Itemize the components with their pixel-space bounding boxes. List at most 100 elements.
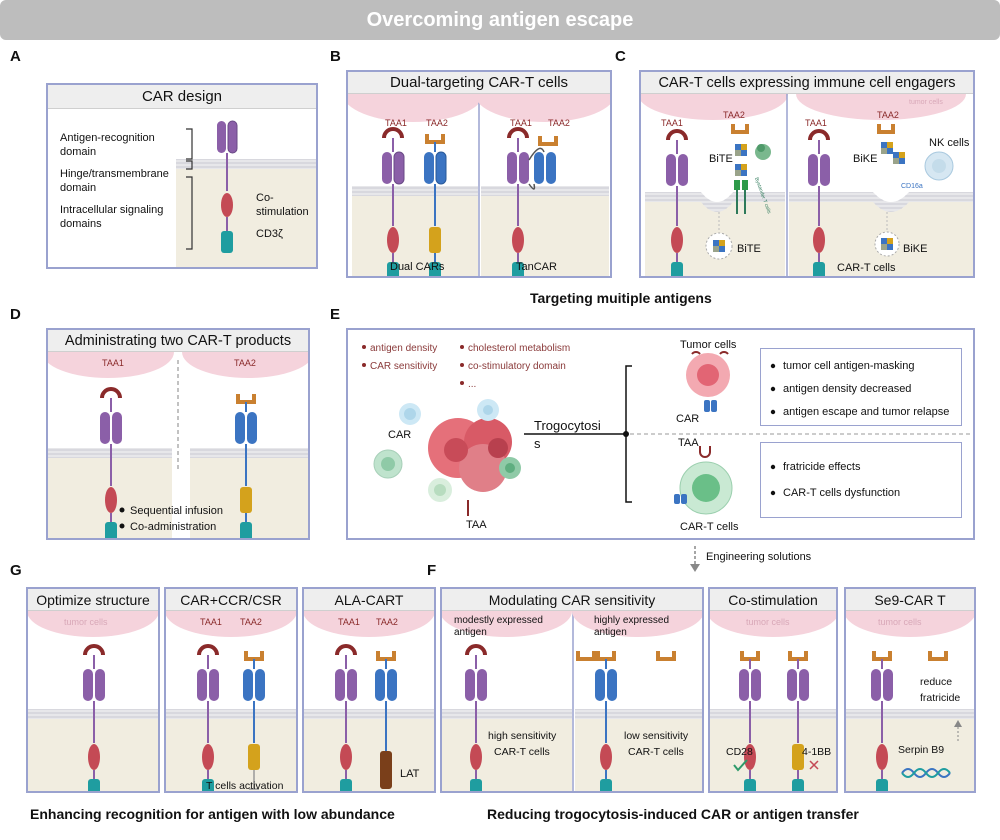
e-top-bullets-box: tumor cell antigen-masking antigen densi… xyxy=(760,348,962,426)
c-tumor-cells: tumor cells xyxy=(909,99,943,106)
panel-c-box: CAR-T cells expressing immune cell engag… xyxy=(639,70,975,278)
c-taa1-left: TAA1 xyxy=(661,118,683,128)
panel-label-b: B xyxy=(330,48,341,65)
panel-d-title: Administrating two CAR-T products xyxy=(48,330,308,352)
e-bullet-escape: antigen escape and tumor relapse xyxy=(783,406,950,418)
e-car-right: CAR xyxy=(676,413,699,425)
g-ccr-taa1: TAA1 xyxy=(200,617,222,627)
g-optimize-title: Optimize structure xyxy=(28,589,158,611)
panel-a-box: CAR design Antigen-recognition domain Hi… xyxy=(46,83,318,269)
f-high-2: antigen xyxy=(594,627,627,638)
caption-enhancing: Enhancing recognition for antigen with l… xyxy=(30,806,395,822)
f-costim-tumor: tumor cells xyxy=(746,617,790,627)
e-bullet-masking: tumor cell antigen-masking xyxy=(783,360,915,372)
c-cd16a: CD16a xyxy=(901,183,923,190)
engineering-solutions: Engineering solutions xyxy=(706,551,812,563)
f-modest-1: modestly expressed xyxy=(454,615,543,626)
panel-b-diagram: TAA1 TAA2 TAA1 TAA2 Dual CARs TanCAR xyxy=(348,94,610,276)
c-bike-top: BiKE xyxy=(853,153,877,165)
f-serpin: Serpin B9 xyxy=(898,744,944,756)
f-se9-tumor: tumor cells xyxy=(878,617,922,627)
caption-reducing: Reducing trogocytosis-induced CAR or ant… xyxy=(487,806,859,822)
panel-label-c: C xyxy=(615,48,626,65)
panel-d-box: Administrating two CAR-T products xyxy=(46,328,310,540)
b-dual-cars-caption: Dual CARs xyxy=(390,261,445,273)
label-intracellular: Intracellular signaling domains xyxy=(60,204,164,230)
figure-banner: Overcoming antigen escape xyxy=(0,0,1000,40)
f-low-sens-2: CAR-T cells xyxy=(628,746,684,758)
label-hinge: Hinge/transmembrane domain xyxy=(60,168,169,194)
engineering-arrow xyxy=(690,546,700,572)
f-high-sens-1: high sensitivity xyxy=(488,730,557,742)
f-high-sens-2: CAR-T cells xyxy=(494,746,550,758)
f-sensitivity-title: Modulating CAR sensitivity xyxy=(442,589,702,611)
f-low-sens-1: low sensitivity xyxy=(624,730,689,742)
e-car-left: CAR xyxy=(388,429,411,441)
e-cart-cells: CAR-T cells xyxy=(680,521,739,533)
panel-e-box: antigen density CAR sensitivity choleste… xyxy=(346,328,975,540)
e-bullet-fratricide: fratricide effects xyxy=(783,461,861,473)
e-factor-sensitivity: CAR sensitivity xyxy=(370,361,437,372)
c-nk: NK cells xyxy=(929,137,970,149)
label-cd3z: CD3ζ xyxy=(256,228,283,240)
f-box-se9: Se9-CAR T tumor cells reduce fratricide … xyxy=(844,587,976,793)
f-cd28: CD28 xyxy=(726,746,753,758)
f-41bb: 4-1BB xyxy=(802,746,831,758)
f-costim-title: Co-stimulation xyxy=(710,589,836,611)
cross-icon xyxy=(809,760,819,770)
e-taa-left: TAA xyxy=(466,519,487,531)
b-taa1-right: TAA1 xyxy=(510,118,532,128)
f-reduce-1: reduce xyxy=(920,676,952,688)
e-factor-density: antigen density xyxy=(370,343,437,354)
targeting-caption: Targeting muitiple antigens xyxy=(530,290,712,306)
panel-label-g: G xyxy=(10,562,22,579)
g-ala-title: ALA-CART xyxy=(304,589,434,611)
g-ccr-taa2: TAA2 xyxy=(240,617,262,627)
c-bike-bottom: BiKE xyxy=(903,243,927,255)
label-costimulation: Co-stimulation xyxy=(256,192,309,218)
g-lat: LAT xyxy=(400,768,420,780)
b-tancar-caption: TanCAR xyxy=(516,261,557,273)
g-ala-taa1: TAA1 xyxy=(338,617,360,627)
label-antigen-recognition: Antigen-recognition domain xyxy=(60,132,155,158)
panel-a-diagram xyxy=(176,120,316,267)
panel-c-title: CAR-T cells expressing immune cell engag… xyxy=(641,72,973,94)
panel-label-e: E xyxy=(330,306,341,323)
e-trogocytosis-1: Trogocytosi xyxy=(534,418,601,433)
f-box-costim: Co-stimulation tumor cells CD28 4-1BB xyxy=(708,587,838,793)
b-taa2-left: TAA2 xyxy=(426,118,448,128)
g-ccr-title: CAR+CCR/CSR xyxy=(166,589,296,611)
panel-label-f: F xyxy=(427,562,437,579)
d-bullet-coadmin: Co-administration xyxy=(130,521,216,533)
g-t-activation: T cells activation xyxy=(206,780,284,792)
g-tumor-1: tumor cells xyxy=(64,617,108,627)
d-taa2: TAA2 xyxy=(234,358,256,368)
c-bite-bottom: BiTE xyxy=(737,243,761,255)
f-box-sensitivity: Modulating CAR sensitivity modestly expr… xyxy=(440,587,704,793)
g-box-ccr: CAR+CCR/CSR TAA1 TAA2 T cells activat xyxy=(164,587,298,793)
f-reduce-2: fratricide xyxy=(920,692,960,704)
panel-b-title: Dual-targeting CAR-T cells xyxy=(348,72,610,94)
c-taa2-left: TAA2 xyxy=(723,110,745,120)
panel-label-d: D xyxy=(10,306,21,323)
c-bite-top: BiTE xyxy=(709,153,733,165)
e-factor-more: ... xyxy=(468,379,476,390)
check-icon xyxy=(733,759,748,772)
panel-a-title: CAR design xyxy=(48,85,316,109)
panel-b-box: Dual-targeting CAR-T cells xyxy=(346,70,612,278)
e-bottom-bullets-box: fratricide effects CAR-T cells dysfuncti… xyxy=(760,442,962,518)
b-taa1-left: TAA1 xyxy=(385,118,407,128)
e-tumor-cells: Tumor cells xyxy=(680,339,737,351)
e-factor-costim: co-stimulatory domain xyxy=(468,361,566,372)
c-taa2-right: TAA2 xyxy=(877,110,899,120)
d-taa1: TAA1 xyxy=(102,358,124,368)
c-taa1-right: TAA1 xyxy=(805,118,827,128)
e-trogocytosis-2: s xyxy=(534,436,541,451)
f-high-1: highly expressed xyxy=(594,615,669,626)
e-bullet-dysfunction: CAR-T cells dysfunction xyxy=(783,487,901,499)
f-se9-title: Se9-CAR T xyxy=(846,589,974,611)
e-factor-cholesterol: cholesterol metabolism xyxy=(468,343,570,354)
panel-c-diagram: Bystander T cells BiTE BiTE BiKE NK cell… xyxy=(641,94,973,276)
e-taa-right: TAA xyxy=(678,437,699,449)
d-bullet-sequential: Sequential infusion xyxy=(130,505,223,517)
